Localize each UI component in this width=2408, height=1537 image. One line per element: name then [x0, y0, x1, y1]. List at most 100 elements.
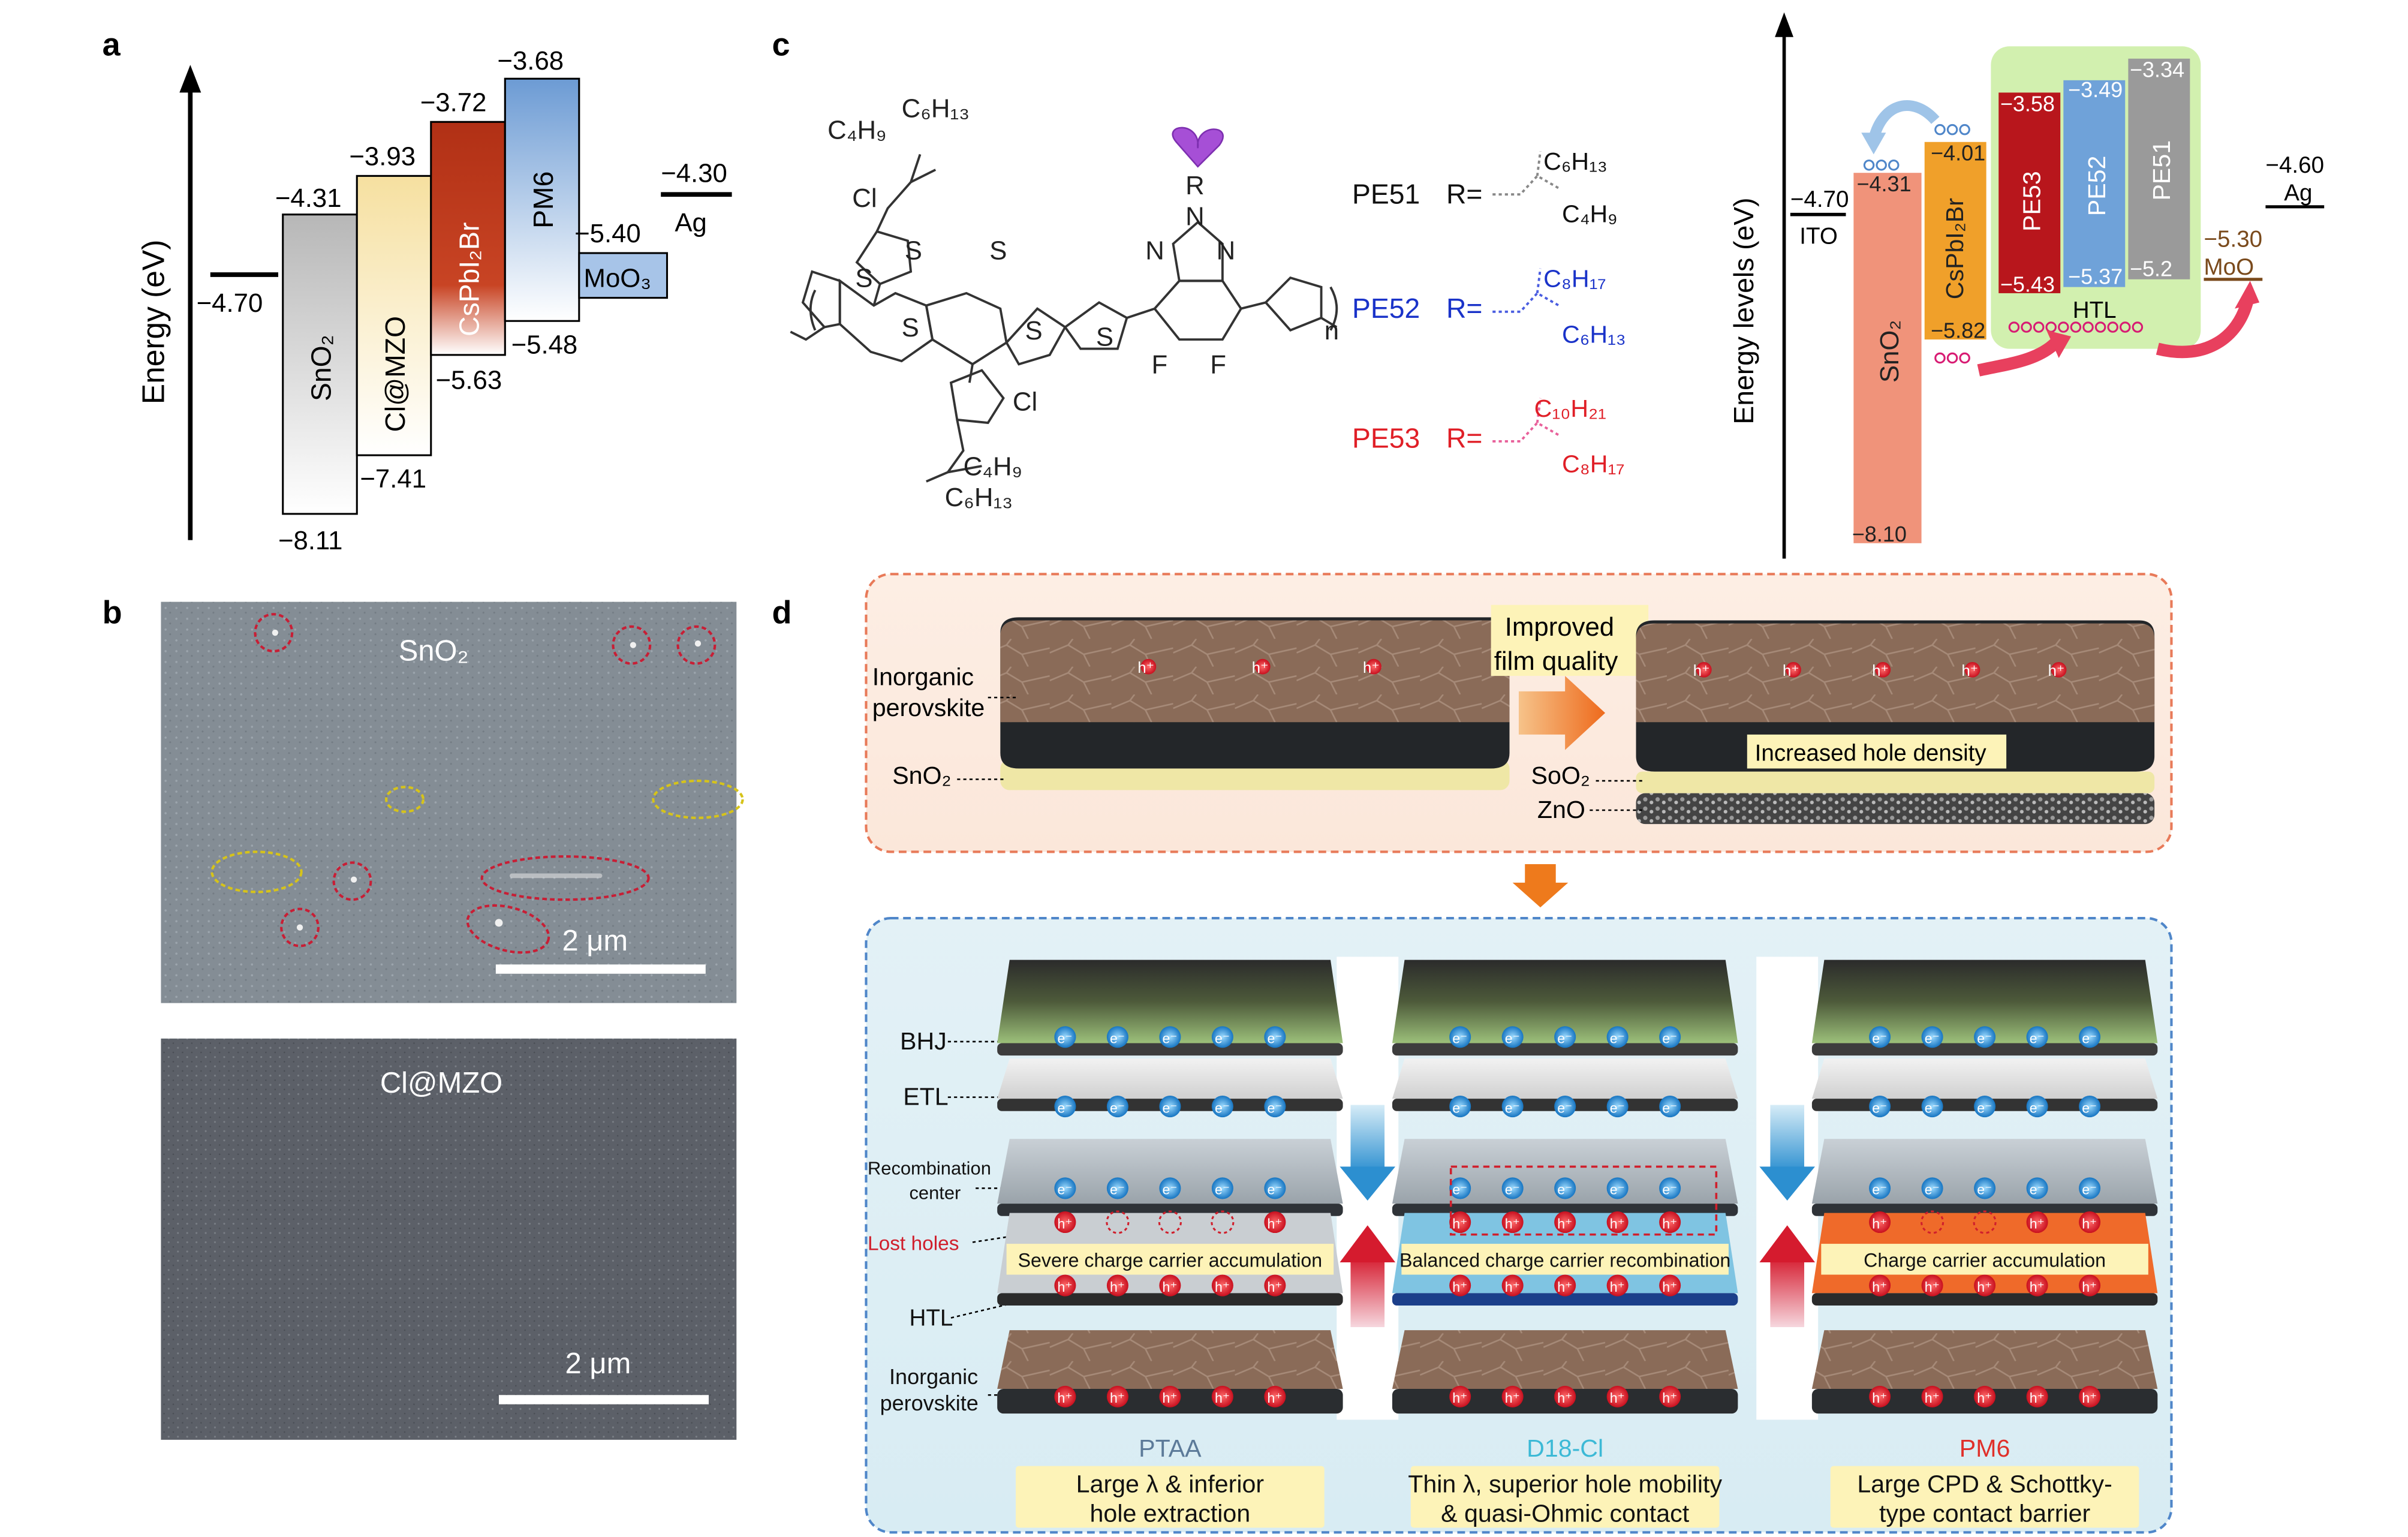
thiophene-ring: [855, 230, 913, 285]
electron-carrier-icon: [1869, 1026, 1891, 1048]
mol-label: N: [1145, 236, 1164, 265]
hole-label: h⁺: [2082, 1216, 2097, 1231]
cspbi2br-bar-label: CsPbI₂Br: [454, 222, 485, 336]
pe52-chain: [1492, 268, 1560, 313]
pe51-bar-label: PE51: [2148, 140, 2175, 201]
electron-label: e⁻: [1215, 1100, 1230, 1115]
electron-carrier-icon: [1554, 1096, 1576, 1118]
mol-label: S: [902, 313, 919, 342]
electron-label: e⁻: [1610, 1182, 1625, 1198]
pe53-bottom: −5.43: [2000, 272, 2055, 296]
hole-label: h⁺: [1961, 663, 1978, 679]
hole-carrier-icon: [2079, 1211, 2101, 1234]
caption-line-2: type contact barrier: [1879, 1499, 2091, 1527]
scale-label-top: 2 μm: [562, 925, 628, 957]
hole-label: h⁺: [1977, 1279, 1992, 1295]
electron-carrier-icon: [1921, 1177, 1943, 1199]
electron-carrier-icon: [1974, 1026, 1996, 1048]
mol-label: C₄H₉: [827, 116, 886, 145]
electron-flow-arrow-icon: [1340, 1166, 1396, 1201]
hole-label: h⁺: [2030, 1390, 2045, 1406]
htl-material-name: D18-Cl: [1527, 1434, 1603, 1462]
electron-label: e⁻: [1110, 1100, 1125, 1115]
moo-label: MoO: [2204, 254, 2254, 280]
bhj-layer-edge: [997, 1043, 1343, 1056]
lost-hole-icon: [1921, 1210, 1945, 1234]
electron-label: e⁻: [1452, 1031, 1467, 1046]
electron-label: e⁻: [2082, 1100, 2097, 1115]
hole-label: h⁺: [1215, 1390, 1230, 1406]
scale-label-bottom: 2 μm: [565, 1347, 631, 1380]
sno2-bar-label: SnO₂: [306, 335, 337, 401]
panel-b-sem-images: SnO₂ 2 μm Cl@MZO 2 μm: [161, 601, 744, 1440]
hole-label: h⁺: [1557, 1390, 1572, 1406]
caption-line-2: hole extraction: [1090, 1499, 1251, 1527]
layer-labels: BHJ ETL Recombination center Lost holes …: [868, 1027, 991, 1415]
electron-label: e⁻: [1977, 1100, 1992, 1115]
pe53-top: −3.58: [2000, 91, 2055, 116]
electron-label: e⁻: [1163, 1031, 1178, 1046]
electron-carrier-icon: [1264, 1177, 1286, 1199]
hole-label: h⁺: [1137, 660, 1154, 676]
panel-label-b: b: [103, 595, 122, 631]
caption-line-1: Large CPD & Schottky-: [1857, 1470, 2112, 1497]
etl-layer: [1392, 1058, 1738, 1099]
device-columns: e⁻e⁻e⁻e⁻e⁻e⁻e⁻e⁻e⁻e⁻e⁻e⁻e⁻e⁻e⁻h⁺h⁺h⁺h⁺h⁺…: [997, 960, 2158, 1528]
electron-label: e⁻: [1557, 1182, 1572, 1198]
electron-carrier-icon: [1606, 1096, 1629, 1118]
caption-box: [1830, 1466, 2139, 1528]
panel-d-bottom-schematic: BHJ ETL Recombination center Lost holes …: [865, 917, 2173, 1534]
etl-layer: [997, 1058, 1343, 1099]
moo3-bar-label: MoO₃: [584, 264, 652, 293]
sno2-top-value: −4.31: [275, 184, 342, 213]
bdt-core: [925, 291, 1008, 366]
bond: [1126, 307, 1155, 319]
pe52-top: −3.49: [2068, 77, 2123, 102]
zno-layer: [1636, 793, 2155, 825]
hole-label: h⁺: [1505, 1390, 1520, 1406]
electron-carrier-icon: [1211, 1026, 1233, 1048]
alkyl-chain: [875, 154, 922, 232]
bracket-left: [809, 289, 817, 331]
balanced-recombination-highlight: [1449, 1165, 1718, 1236]
electron-carrier-icon: [2079, 1026, 2101, 1048]
electron-carrier-icon: [1869, 1096, 1891, 1118]
hole-transfer-arrow: [1977, 338, 2060, 377]
hole-transfer-arrow: [2156, 300, 2253, 359]
electron-dots: [1863, 124, 1970, 171]
hole-label: h⁺: [1557, 1216, 1572, 1231]
bhj-layer: [1811, 960, 2158, 1043]
hole-carrier-icon: [1606, 1274, 1629, 1297]
electron-carrier-icon: [2026, 1096, 2048, 1118]
pe53-r: R=: [1446, 422, 1482, 453]
perovskite-top-surface-right: [1636, 623, 2155, 723]
pe51-name: PE51: [1352, 179, 1420, 210]
hole-label: h⁺: [1662, 1279, 1677, 1295]
down-arrow-icon: [1512, 864, 1569, 908]
caption-box: [1410, 1466, 1720, 1528]
hole-label: h⁺: [1505, 1216, 1520, 1231]
hole-carrier-icon: [2026, 1211, 2048, 1234]
alkyl-branch: [910, 169, 937, 184]
hole-carrier-icon: [1449, 1385, 1471, 1407]
electron-carrier-icon: [1554, 1026, 1576, 1048]
molecule-labels: C₆H₁₃ C₄H₉ Cl S S S S S S Cl C₄H₉ C₆H₁₃ …: [827, 94, 1339, 512]
pe53-sub2: C₈H₁₇: [1562, 450, 1625, 477]
carrier-banner-text: Severe charge carrier accumulation: [1018, 1250, 1323, 1271]
pe53-sub1: C₁₀H₂₁: [1534, 395, 1606, 422]
hole-carrier-icon: [2079, 1385, 2101, 1407]
bhj-layer-edge: [1392, 1043, 1738, 1056]
hole-label: h⁺: [1925, 1390, 1940, 1406]
electron-label: e⁻: [1058, 1182, 1073, 1198]
arrow-head-icon: [1861, 133, 1886, 155]
thiophene-ring: [801, 270, 841, 329]
perovskite-layer: [1392, 1330, 1738, 1389]
hole-carrier-icon: [1264, 1274, 1286, 1297]
panel-label-d: d: [772, 595, 791, 631]
electron-label: e⁻: [1610, 1100, 1625, 1115]
hole-carrier-icon: [1054, 1274, 1076, 1297]
electron-flow-arrow: [1350, 1105, 1385, 1173]
hole-carrier-icon: [1696, 661, 1712, 678]
defect-marker: [254, 613, 294, 652]
